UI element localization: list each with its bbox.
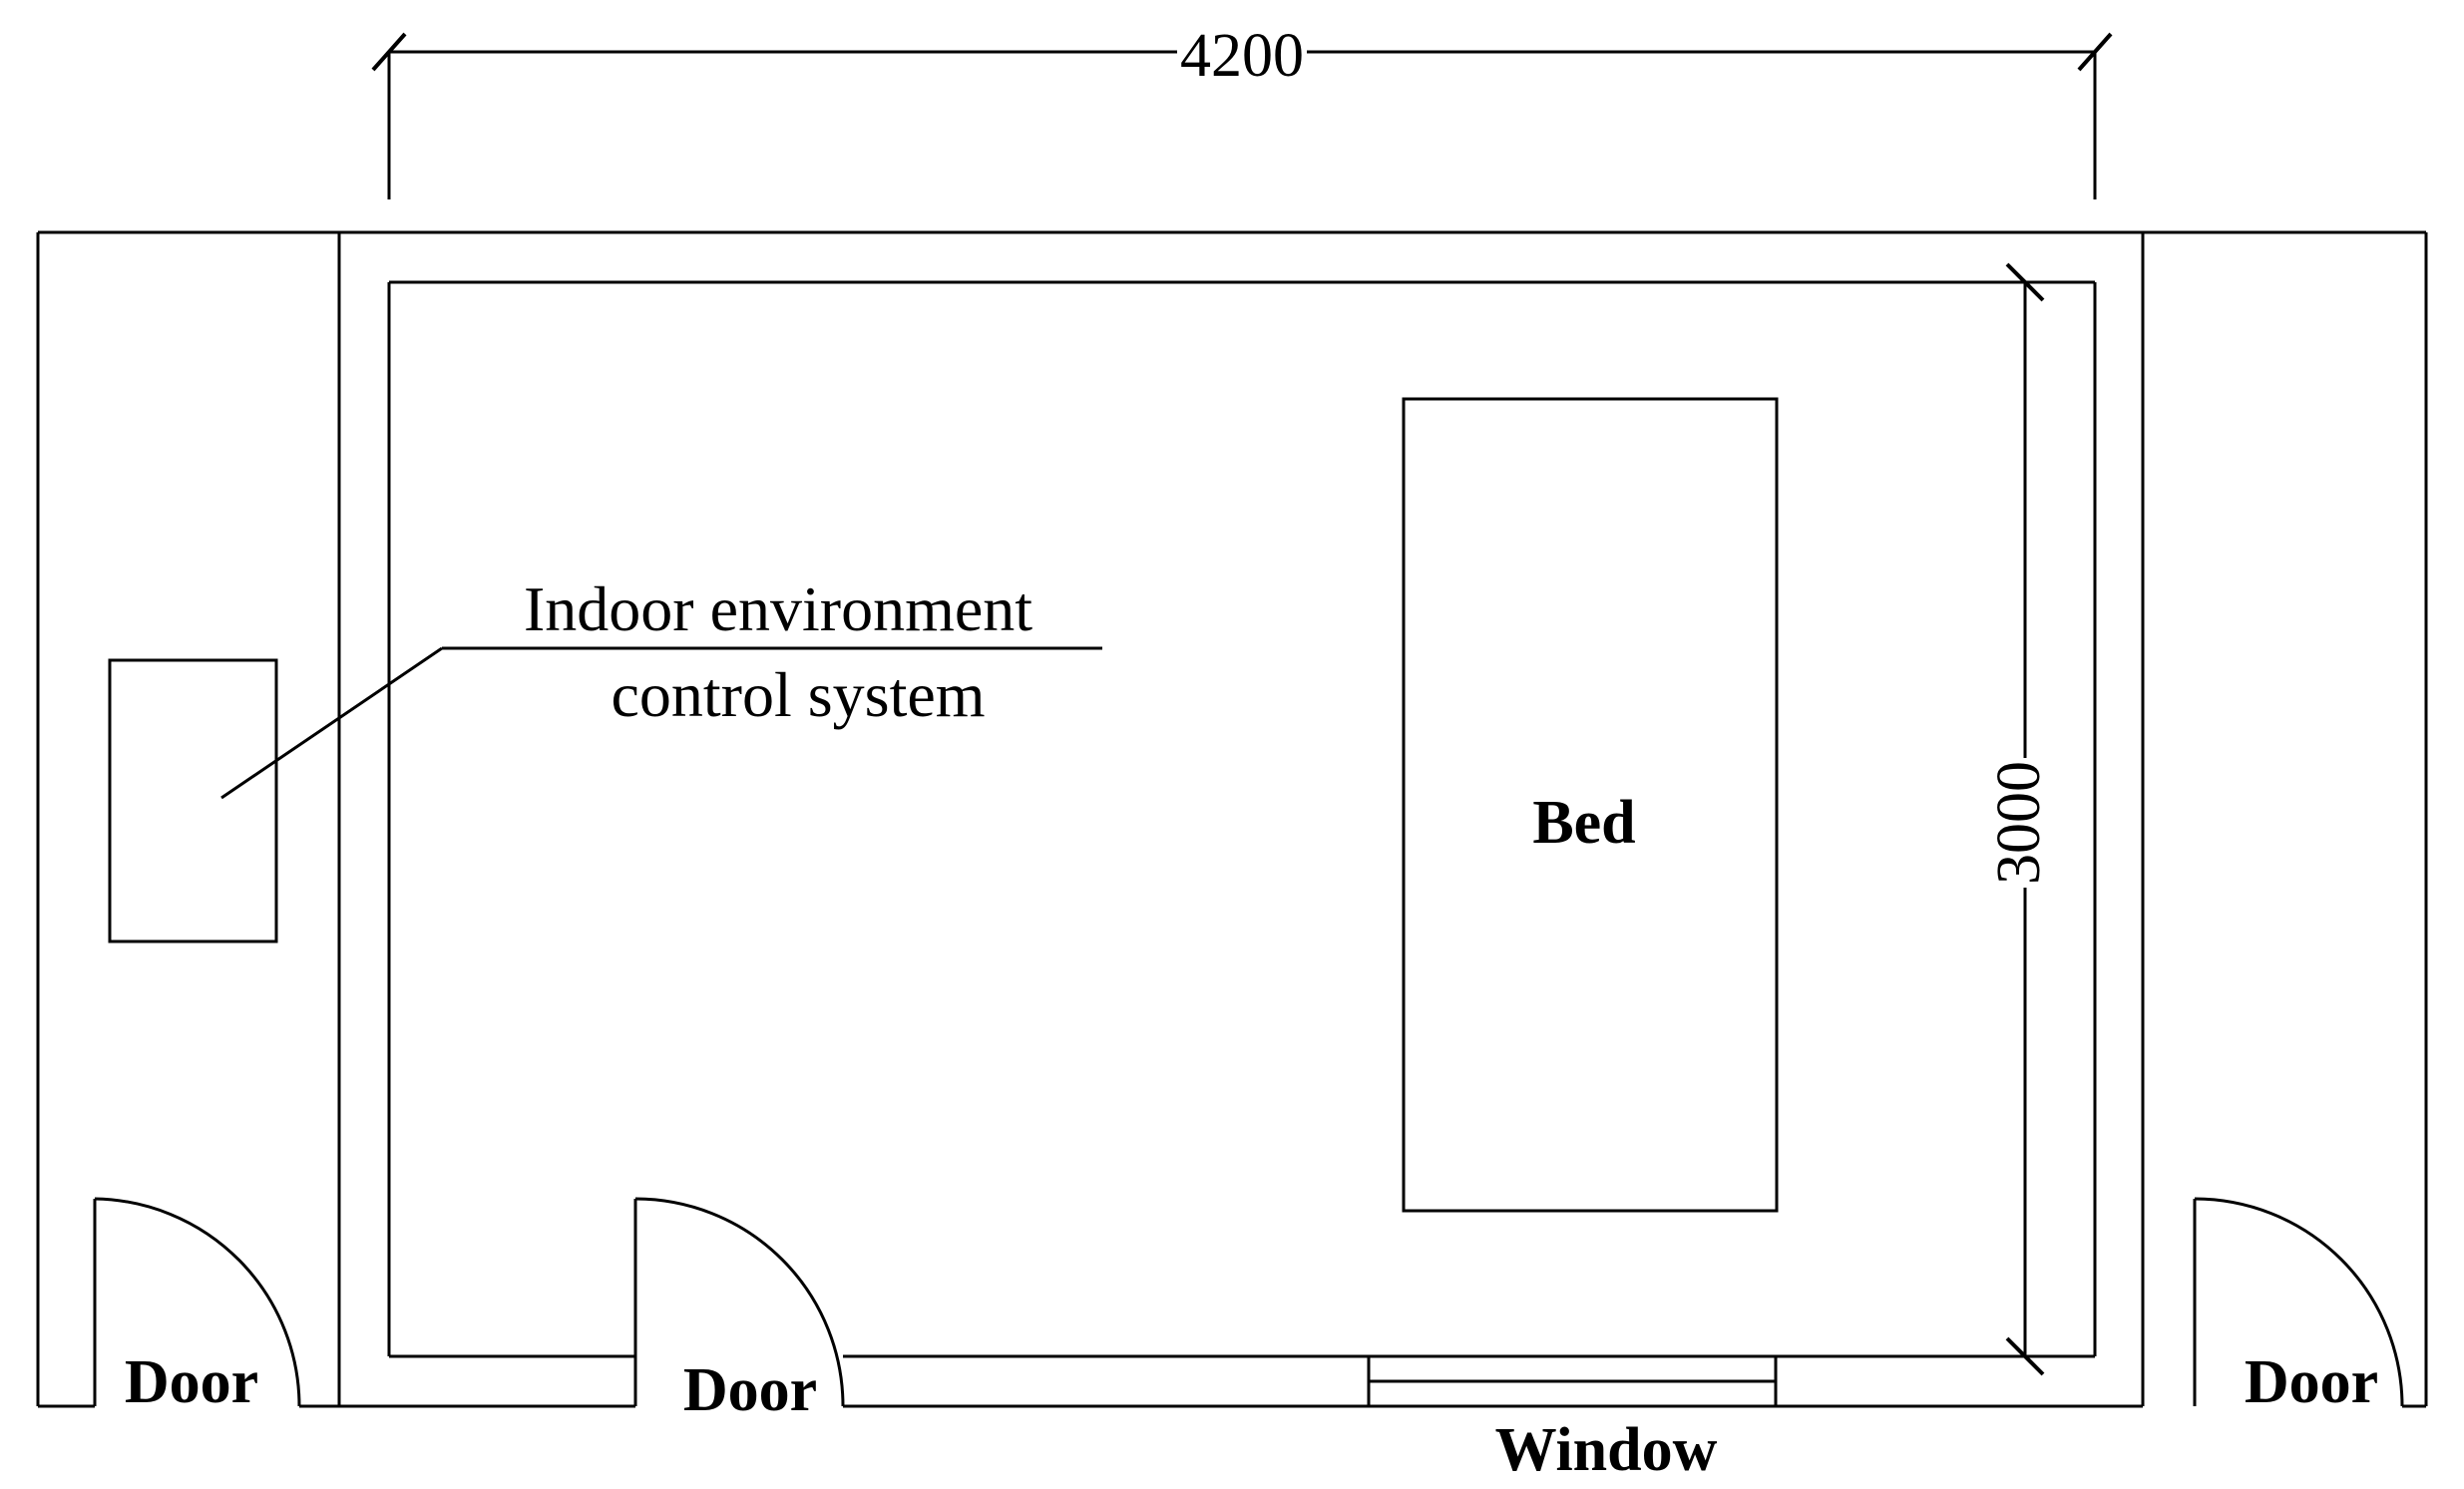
bed-label: Bed	[1532, 789, 1635, 857]
control-system-label-line1: Indoor environment	[524, 573, 1032, 644]
door-right: Door	[2193, 1197, 2404, 1416]
width-dimension-label: 4200	[1180, 22, 1304, 90]
width-dimension: 4200	[371, 22, 2113, 199]
partition-walls	[337, 232, 2145, 1406]
door-center: Door	[633, 1197, 845, 1424]
door-center-label: Door	[683, 1356, 817, 1424]
control-system-label-line2: control system	[611, 659, 985, 730]
control-system: Indoor environment control system	[108, 573, 1102, 943]
room-inner-walls	[387, 280, 2097, 1358]
window-label: Window	[1495, 1416, 1718, 1484]
height-dimension: 3000	[1985, 262, 2055, 1376]
outer-walls	[36, 230, 2428, 1408]
bed: Bed	[1402, 397, 1779, 1213]
door-right-label: Door	[2245, 1348, 2378, 1416]
door-left-label: Door	[125, 1348, 258, 1416]
window: Window	[1367, 1356, 1778, 1484]
door-left: Door	[93, 1197, 301, 1416]
height-dimension-label: 3000	[1985, 761, 2053, 885]
